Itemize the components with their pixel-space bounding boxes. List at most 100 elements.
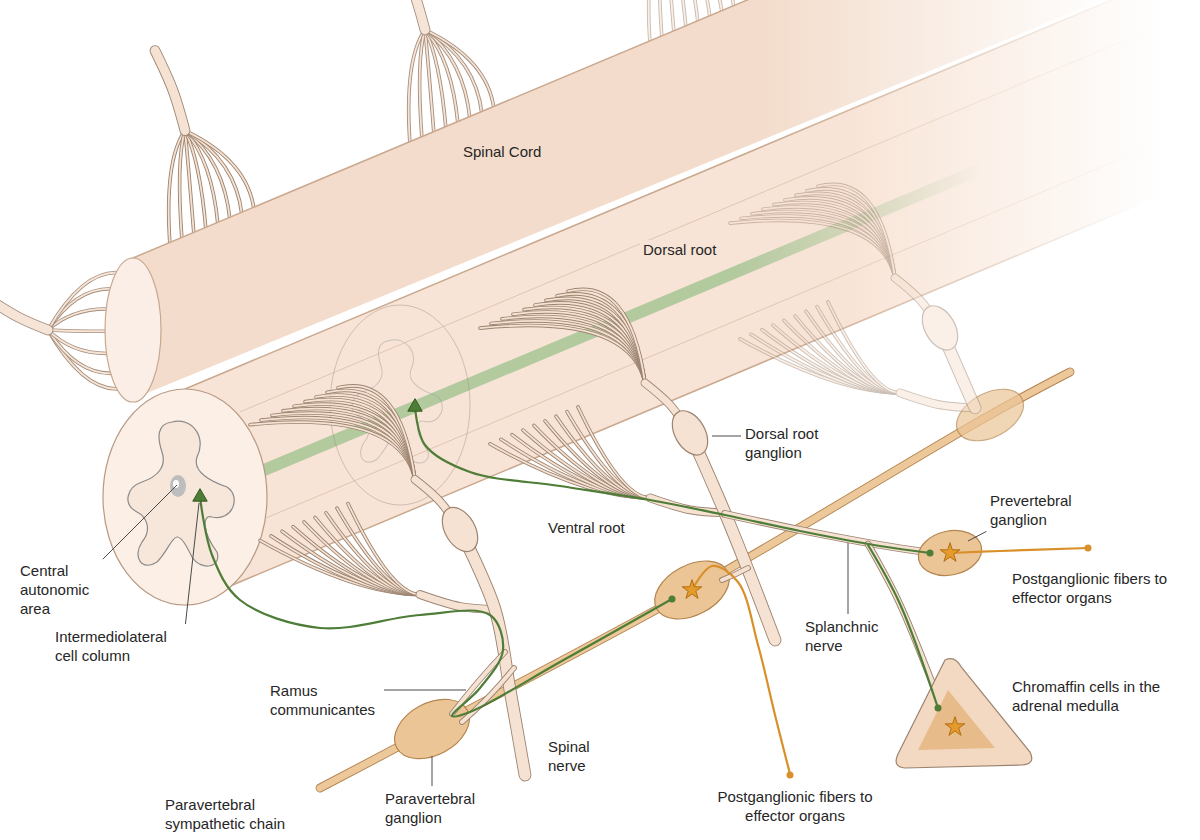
- cord-front-column: [185, 0, 1200, 605]
- leader-line: [848, 543, 849, 614]
- rootlet-edge: [169, 131, 185, 246]
- adrenal-cortex: [896, 659, 1032, 768]
- ventral-rootlet-edge: [567, 412, 650, 498]
- part-label: Spinal Cord: [460, 142, 544, 163]
- part-label: Spinal nerve: [548, 738, 608, 776]
- ventral-rootlet: [567, 412, 650, 498]
- ventral-rootlet: [817, 307, 900, 393]
- rootlet-edge: [425, 30, 482, 115]
- rootlet-edge: [665, 0, 698, 24]
- rootlet: [180, 131, 185, 241]
- rootlet: [420, 30, 425, 140]
- part-label: Prevertebral ganglion: [990, 492, 1090, 530]
- chain-trunk: [320, 372, 1070, 788]
- leader-line: [103, 485, 177, 559]
- gray-matter: [128, 421, 234, 566]
- spinal-segment: [480, 289, 775, 640]
- rootlet: [169, 131, 185, 246]
- paravertebral-ganglion: [645, 549, 739, 631]
- dorsal-rootlet-edge: [316, 395, 415, 480]
- splanchnic-trunk-edge: [725, 514, 925, 552]
- spinal-segment: [250, 386, 525, 775]
- dorsal-rootlet-edge: [535, 303, 645, 383]
- dorsal-rootlet-edge: [557, 294, 645, 383]
- root-nerve: [0, 300, 48, 330]
- splanchnic-trunk: [725, 514, 925, 552]
- leader-line: [185, 503, 199, 624]
- cord-edge: [185, 179, 1200, 605]
- root-nerve: [155, 51, 185, 131]
- root-nerve-edge: [395, 0, 425, 30]
- rootlet-edge: [180, 131, 185, 241]
- rootlet-edge: [665, 0, 674, 34]
- rootlet-edge: [185, 131, 254, 211]
- dorsal-rootlet: [327, 390, 415, 479]
- postganglionic-fiber: [692, 566, 790, 774]
- dorsal-rootlet-edge: [785, 198, 895, 278]
- part-label: Ventral root: [545, 518, 628, 539]
- rootlet: [185, 131, 254, 211]
- leader-line: [432, 756, 433, 786]
- central-autonomic-area: [170, 475, 186, 497]
- rootlet-edge: [48, 289, 110, 330]
- rootlet: [665, 0, 686, 29]
- part-label: Dorsal root: [640, 240, 719, 261]
- dorsal-rootlet: [796, 193, 895, 278]
- rootlet: [185, 131, 242, 216]
- ventral-rootlet: [337, 508, 420, 594]
- part-label: Dorsal root ganglion: [745, 425, 840, 463]
- dorsal-rootlet: [316, 395, 415, 480]
- dorsal-rootlet-edge: [305, 400, 415, 480]
- rootlet-edge: [420, 30, 425, 140]
- rootlet: [409, 30, 425, 145]
- dorsal-rootlet-edge: [796, 193, 895, 278]
- spinal-cord: [103, 0, 1200, 605]
- dorsal-rootlet-edge: [818, 184, 895, 278]
- spinal-nerve-edge: [690, 433, 775, 640]
- cord-cross-section: [103, 389, 267, 605]
- part-label: Intermediolateral cell column: [55, 628, 185, 666]
- rootlet-edge: [665, 0, 722, 14]
- ventral-rootlet-edge: [337, 508, 420, 594]
- intermediolateral-column-band: [200, 161, 1000, 497]
- spinal-nerve: [690, 433, 775, 640]
- dorsal-rootlet: [546, 298, 645, 383]
- root-fan: [0, 272, 117, 388]
- postganglionic-cell-body: [940, 543, 960, 562]
- preganglionic-axon: [415, 407, 930, 553]
- dorsal-root-ganglion: [915, 300, 965, 357]
- ramus: [462, 668, 514, 722]
- preganglionic-axon: [868, 545, 938, 708]
- rootlet-edge: [409, 30, 425, 145]
- sympathetic-chain: [320, 372, 1070, 788]
- dorsal-root-ganglion: [665, 405, 715, 462]
- chain-trunk-edge: [320, 372, 1070, 788]
- splanchnic-nerve: [725, 514, 935, 690]
- rootlet: [425, 30, 482, 115]
- dorsal-root-ganglion: [435, 501, 485, 558]
- rootlet-edge: [48, 330, 105, 331]
- dorsal-rootlet-edge: [546, 298, 645, 383]
- leader-line: [384, 690, 466, 691]
- dorsal-rootlet-edge: [568, 289, 645, 383]
- axon-terminal: [927, 550, 934, 557]
- dorsal-rootlet-edge: [807, 189, 895, 278]
- rootlet-edge: [48, 330, 107, 353]
- rootlet: [665, 0, 674, 34]
- rootlet: [48, 289, 110, 330]
- part-label: Paravertebral sympathetic chain: [165, 796, 300, 834]
- dorsal-rootlet: [305, 400, 415, 480]
- part-label: Central autonomic area: [20, 562, 100, 618]
- axon-terminal: [669, 596, 676, 603]
- part-label: Ramus communicantes: [270, 682, 380, 720]
- root-nerve-edge: [0, 300, 48, 330]
- postganglionic-cell-body: [945, 717, 965, 736]
- leader-line: [712, 436, 741, 437]
- fiber-ending: [1085, 545, 1092, 552]
- rootlet-edge: [665, 0, 734, 9]
- rootlet-edge: [185, 131, 242, 216]
- spinal-nerve-edge: [460, 530, 525, 776]
- ventral-rootlet: [828, 302, 900, 393]
